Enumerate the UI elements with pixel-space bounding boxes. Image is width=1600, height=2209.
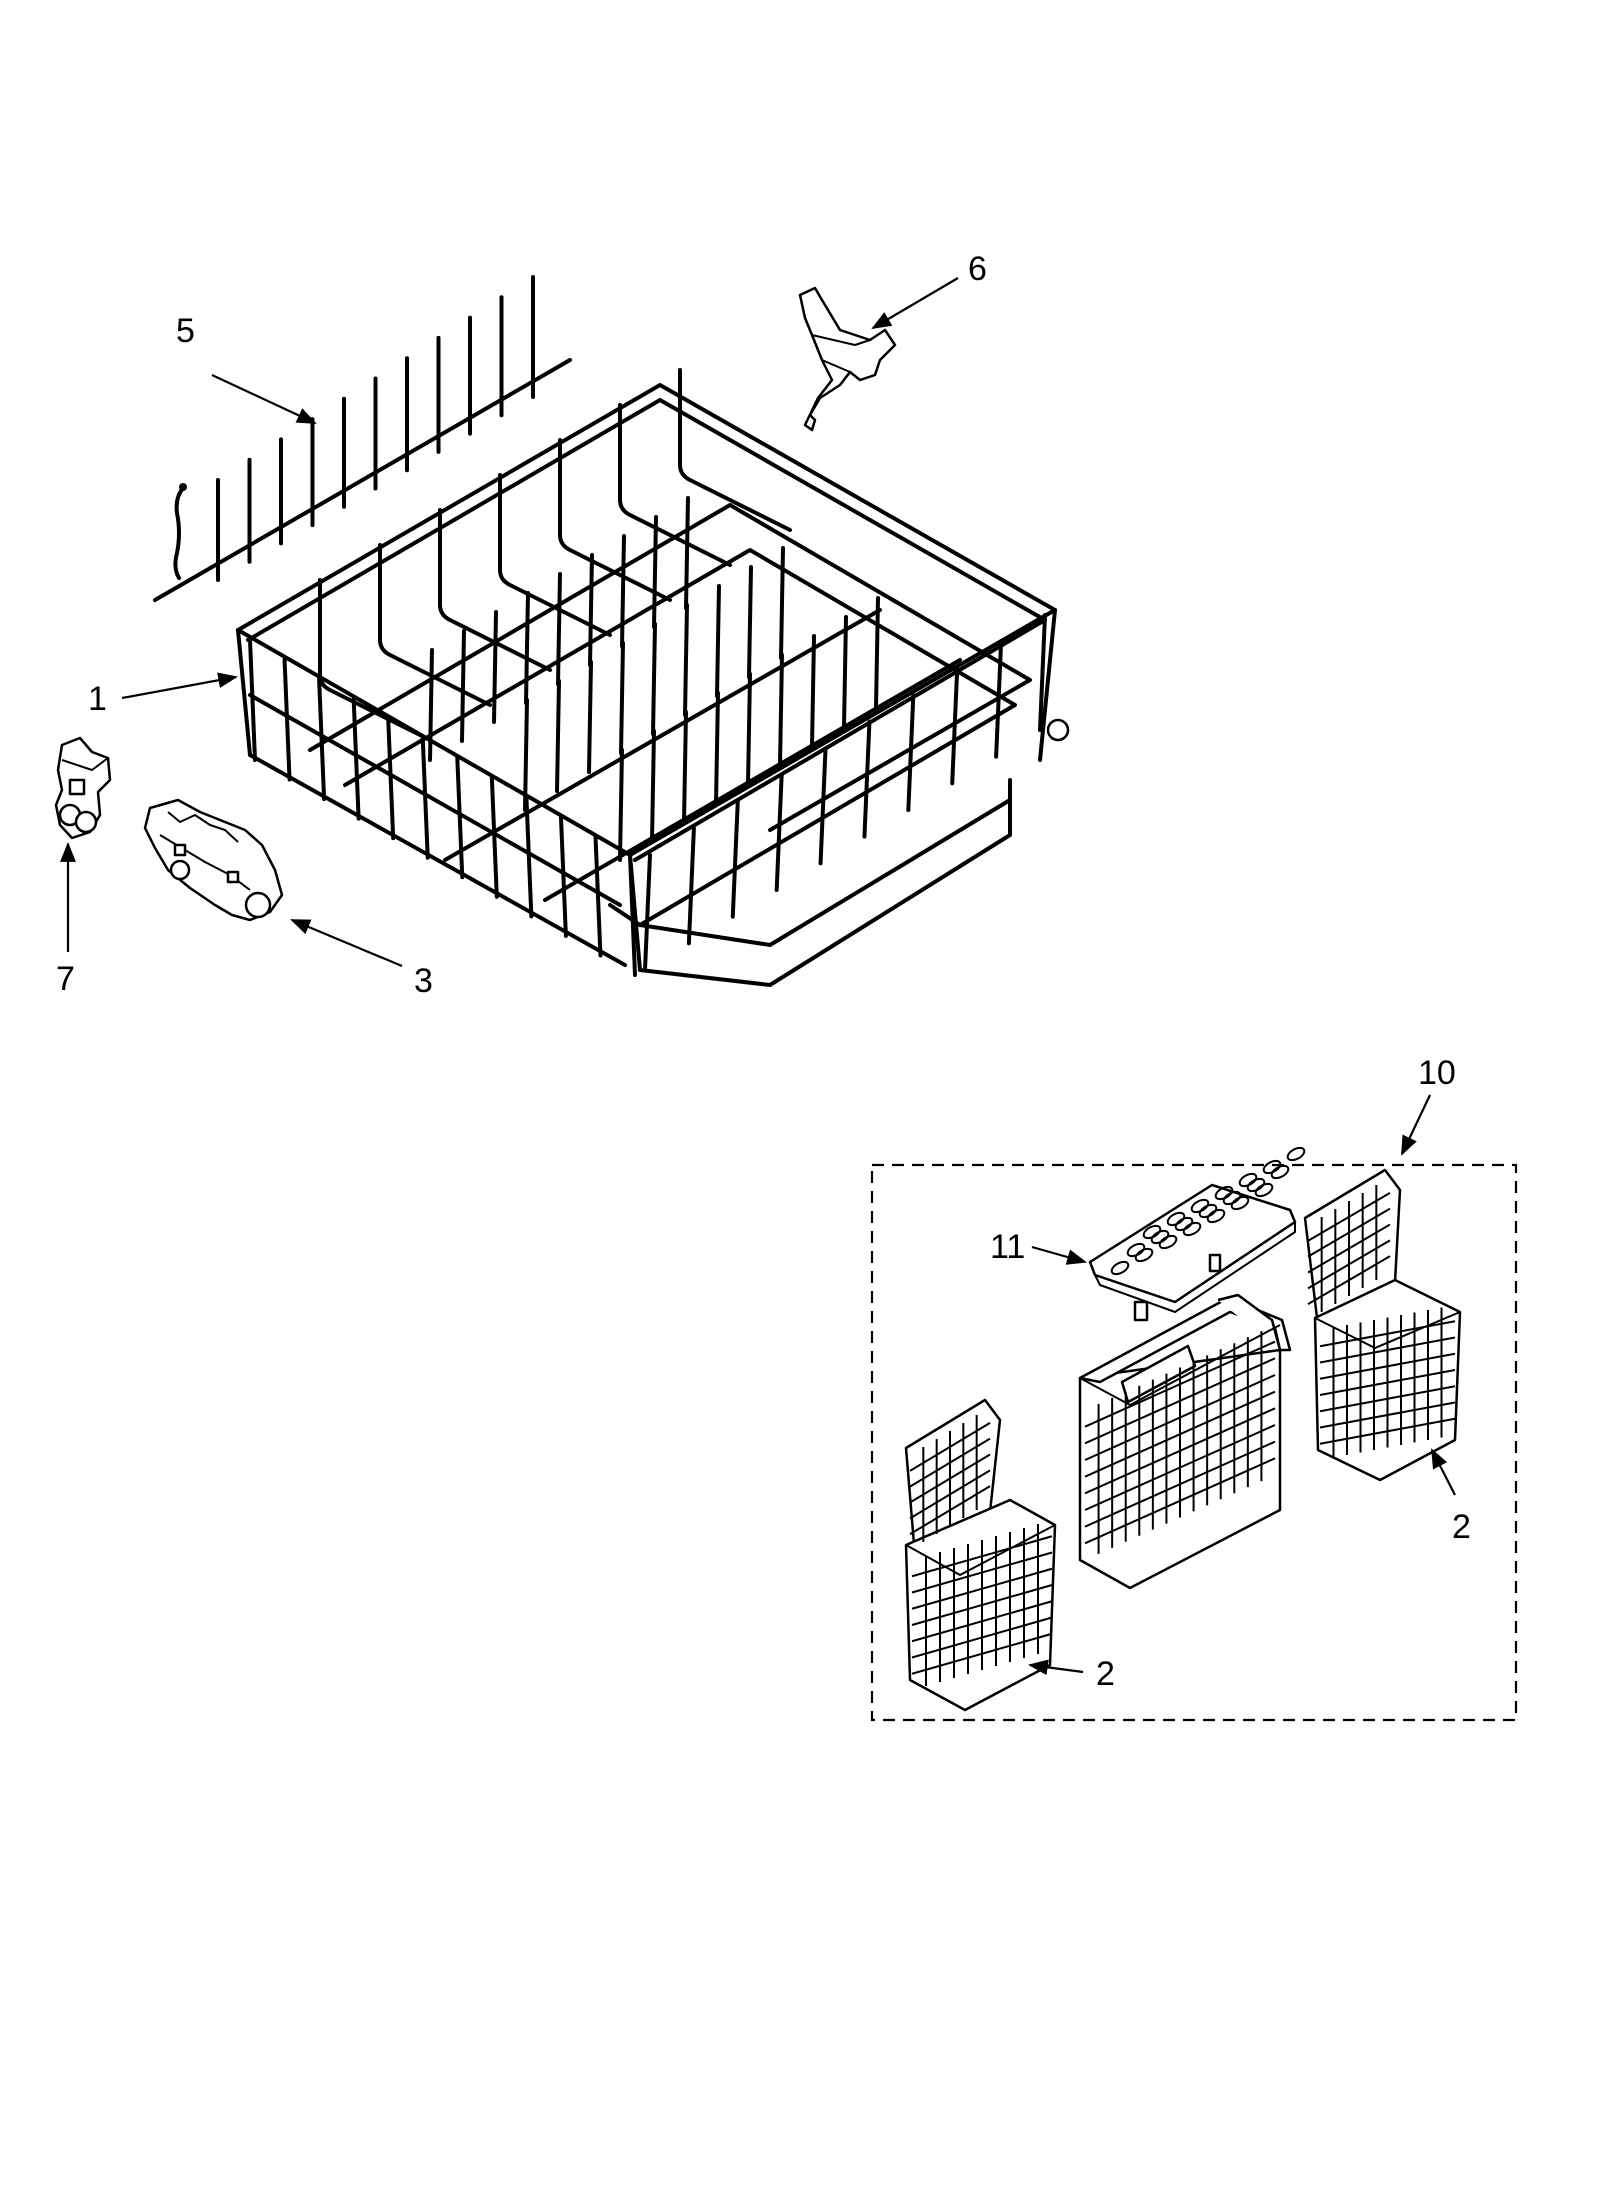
- leader-2b: [1431, 1448, 1456, 1496]
- callout-11: 11: [990, 1228, 1025, 1266]
- left-basket-part: [904, 1398, 1057, 1712]
- callout-10: 10: [1418, 1054, 1456, 1092]
- leader-5: [211, 374, 317, 424]
- roller-part-7: [54, 736, 112, 840]
- callout-2-left: 2: [1096, 1655, 1115, 1693]
- leader-3: [290, 918, 403, 968]
- kit-boundary: [870, 1163, 1518, 1722]
- leader-2a: [1028, 1659, 1084, 1676]
- leader-10: [1401, 1094, 1431, 1156]
- lower-rack-part: [236, 368, 1070, 987]
- callout-7: 7: [56, 960, 75, 998]
- roller-part-3: [143, 798, 284, 922]
- callout-5: 5: [176, 312, 195, 350]
- basket-cover-part: [1088, 1146, 1306, 1322]
- right-basket-part: [1303, 1168, 1462, 1482]
- callout-3: 3: [414, 962, 433, 1000]
- center-basket-part: [1078, 1293, 1292, 1590]
- callout-2-right: 2: [1452, 1508, 1471, 1546]
- rack-clip-part: [798, 286, 897, 432]
- leader-6: [871, 277, 959, 330]
- leader-1: [121, 672, 238, 700]
- callout-1: 1: [88, 680, 107, 718]
- callout-6: 6: [968, 250, 987, 288]
- tine-row-part: [153, 275, 572, 602]
- leader-11: [1031, 1245, 1087, 1265]
